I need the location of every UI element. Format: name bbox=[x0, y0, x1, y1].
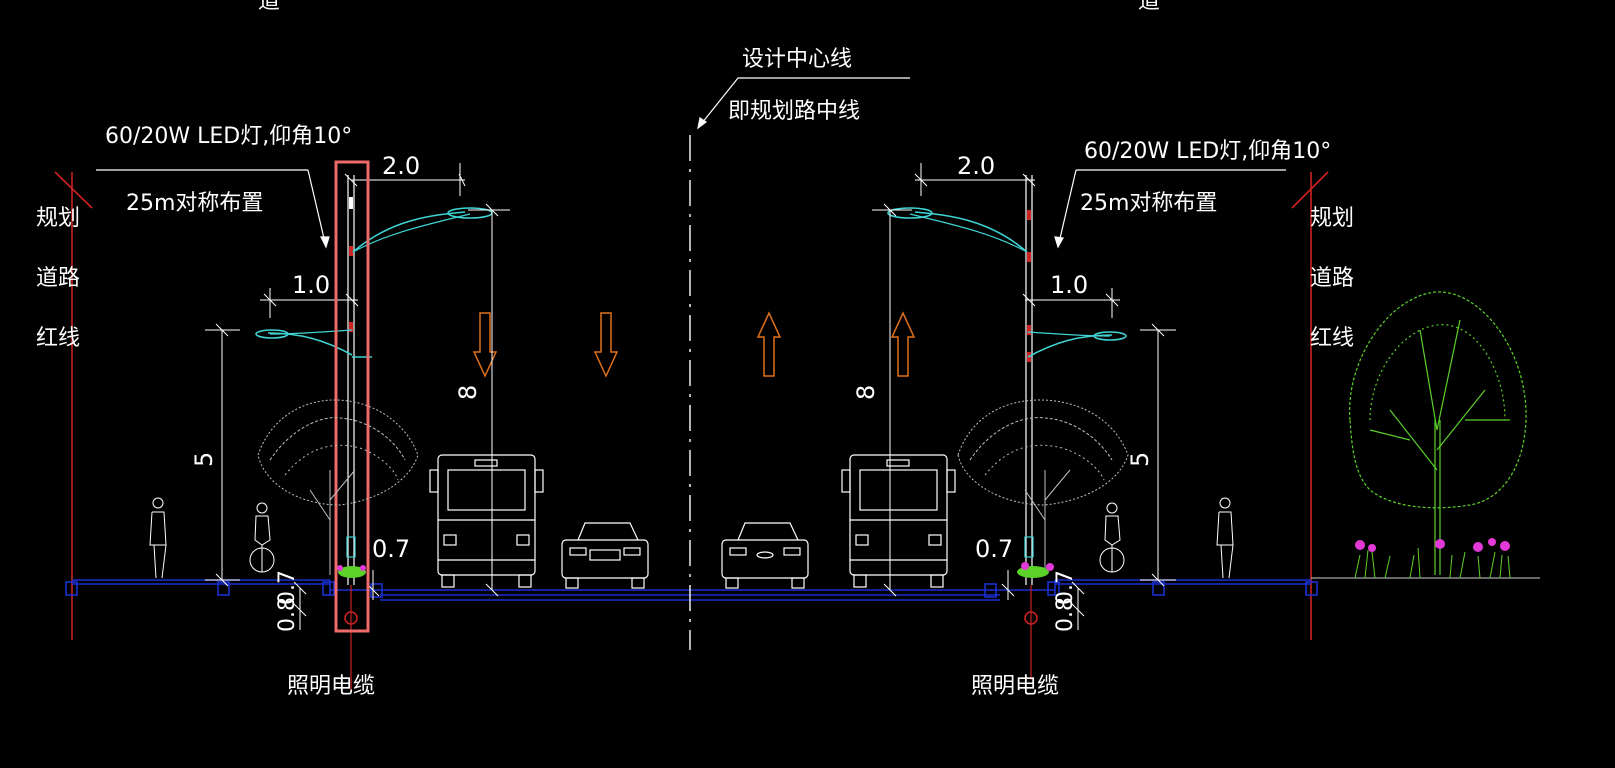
right-upper-arm-dimension: 2.0 bbox=[957, 152, 995, 180]
center-line-leader bbox=[697, 77, 910, 130]
car-right bbox=[721, 522, 809, 589]
shrubs bbox=[337, 538, 1511, 579]
right-depth-dimension: 0.7 bbox=[1053, 570, 1078, 605]
left-grey-tree bbox=[257, 399, 419, 575]
left-offset-dimension: 0.7 bbox=[372, 535, 410, 563]
right-red-line bbox=[1291, 171, 1329, 640]
selection-highlight-box bbox=[334, 160, 370, 633]
right-grey-tree bbox=[957, 399, 1129, 575]
left-red-line-label-3: 红线 bbox=[36, 326, 80, 351]
left-depth-dimension-2: 0.8 bbox=[275, 597, 300, 632]
left-lower-height-dimension: 5 bbox=[190, 452, 218, 467]
down-arrow-2 bbox=[593, 312, 619, 378]
left-dimensions bbox=[205, 163, 510, 630]
right-red-line-label: 规划 道路 红线 bbox=[1310, 206, 1354, 351]
left-red-line bbox=[54, 171, 93, 640]
right-depth-dimension-2: 0.8 bbox=[1053, 597, 1078, 632]
center-line-label-1: 设计中心线 bbox=[742, 47, 852, 72]
car-left bbox=[561, 522, 649, 589]
left-lamp-spec: 60/20W LED灯,仰角10° bbox=[105, 124, 352, 149]
lane-arrows bbox=[472, 311, 916, 378]
left-cable-icon bbox=[344, 611, 358, 625]
left-red-line-label-2: 道路 bbox=[36, 266, 80, 291]
left-cable-label: 照明电缆 bbox=[287, 674, 375, 699]
bus-right bbox=[841, 454, 956, 588]
pedestrian-left bbox=[149, 497, 167, 579]
right-cable-icon bbox=[1024, 611, 1038, 625]
left-upper-arm-dimension: 2.0 bbox=[382, 152, 420, 180]
down-arrow-1 bbox=[472, 312, 498, 378]
left-spec-leader bbox=[96, 169, 330, 249]
right-red-line-label-2: 道路 bbox=[1310, 266, 1354, 291]
right-offset-dimension: 0.7 bbox=[975, 535, 1013, 563]
top-right-partial-text: 道 bbox=[1138, 0, 1160, 14]
cyclist-right bbox=[1099, 502, 1125, 573]
left-depth-dimension: 0.7 bbox=[275, 570, 300, 605]
right-lower-arm-dimension: 1.0 bbox=[1050, 271, 1088, 299]
right-lamp-layout: 25m对称布置 bbox=[1080, 191, 1217, 216]
left-lamp-layout: 25m对称布置 bbox=[126, 191, 263, 216]
center-line-label-2: 即规划路中线 bbox=[728, 99, 860, 124]
right-street-lamp bbox=[887, 175, 1127, 585]
right-lamp-spec: 60/20W LED灯,仰角10° bbox=[1084, 139, 1331, 164]
left-red-line-label: 规划 道路 红线 bbox=[36, 206, 80, 351]
right-pole-height-dimension: 8 bbox=[852, 385, 880, 400]
right-red-line-label-1: 规划 bbox=[1310, 206, 1354, 231]
up-arrow-1 bbox=[756, 311, 782, 377]
road-section bbox=[65, 579, 1318, 601]
right-spec-leader bbox=[1054, 169, 1286, 249]
top-left-partial-text: 道 bbox=[258, 0, 280, 14]
pedestrian-right bbox=[1216, 497, 1234, 579]
right-cable-label: 照明电缆 bbox=[971, 674, 1059, 699]
right-dimensions bbox=[872, 163, 1176, 630]
left-pole-height-dimension: 8 bbox=[454, 385, 482, 400]
green-tree bbox=[1349, 291, 1527, 575]
right-red-line-label-3: 红线 bbox=[1310, 326, 1354, 351]
cyclist-left bbox=[249, 502, 275, 573]
left-lower-arm-dimension: 1.0 bbox=[292, 271, 330, 299]
left-street-lamp bbox=[255, 175, 493, 585]
up-arrow-2 bbox=[890, 311, 916, 377]
left-red-line-label-1: 规划 bbox=[36, 206, 80, 231]
right-lower-height-dimension: 5 bbox=[1126, 452, 1154, 467]
bus-left bbox=[429, 454, 544, 588]
